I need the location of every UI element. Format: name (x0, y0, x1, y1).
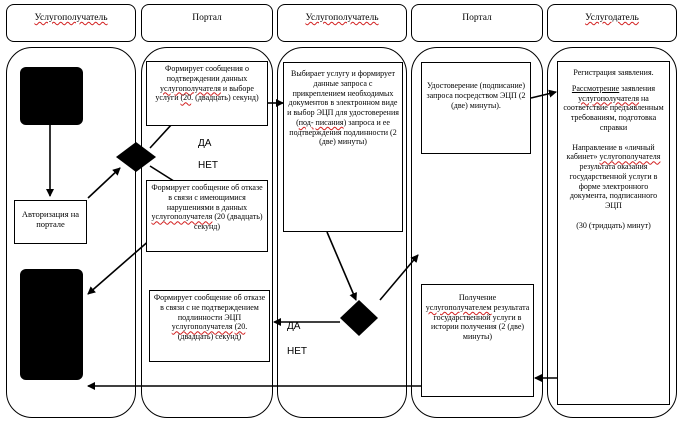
confirm-message-box: Формирует сообщения о подтверждении данн… (146, 61, 268, 126)
decision-diamond-2 (340, 300, 378, 336)
label-no-1: НЕТ (198, 160, 218, 171)
header-provider: Услугодатель (547, 4, 677, 42)
header-recipient-2: Услугополучатель (277, 4, 407, 42)
provider-process-box: Регистрация заявления. Рассмотрение заяв… (557, 61, 670, 405)
end-node (20, 269, 83, 380)
arrow-auth-to-decision (87, 167, 121, 199)
header-portal-1: Портал (141, 4, 273, 42)
arrow-sign-to-provider (530, 89, 557, 99)
header-portal-2: Портал (411, 4, 543, 42)
sign-request-box: Удостоверение (подписание) запроса посре… (421, 62, 531, 154)
select-service-box: Выбирает услугу и формирует данные запро… (283, 62, 403, 232)
label-no-2: НЕТ (287, 346, 307, 357)
arrow-yes-to-sign (379, 254, 419, 301)
label-yes-1: ДА (198, 138, 212, 149)
receive-result-box: Получение услугополучателем результата г… (421, 284, 534, 397)
header-recipient-1: Услугополучатель (6, 4, 136, 42)
auth-box: Авторизация на портале (14, 200, 87, 244)
refuse-eds-box: Формирует сообщение об отказе в связи с … (149, 290, 270, 362)
refuse-violation-box: Формирует сообщение об отказе в связи с … (146, 180, 268, 252)
start-node (20, 67, 83, 125)
label-yes-2: ДА (287, 321, 301, 332)
decision-diamond-1 (116, 142, 156, 172)
arrow-select-to-decision2 (326, 231, 357, 301)
